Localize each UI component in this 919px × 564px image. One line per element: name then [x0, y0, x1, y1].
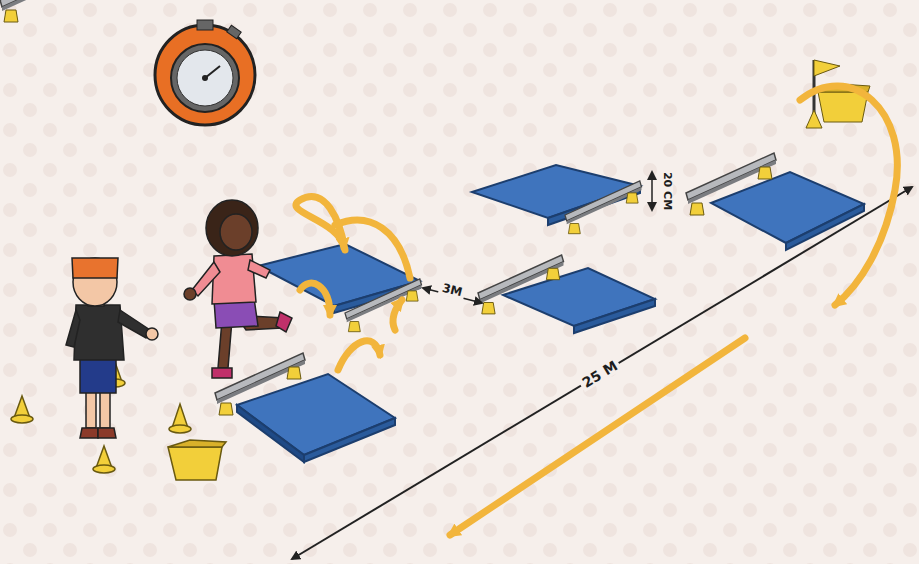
stopwatch — [155, 20, 255, 125]
boy — [66, 258, 158, 438]
height-label: 20 CM — [661, 169, 673, 213]
height-dimension — [651, 172, 653, 210]
girl — [184, 200, 292, 378]
mats — [237, 165, 864, 462]
benches — [0, 0, 776, 415]
movement-arrows — [296, 86, 897, 535]
equipment-box — [168, 440, 226, 480]
length-dimension — [292, 187, 912, 559]
